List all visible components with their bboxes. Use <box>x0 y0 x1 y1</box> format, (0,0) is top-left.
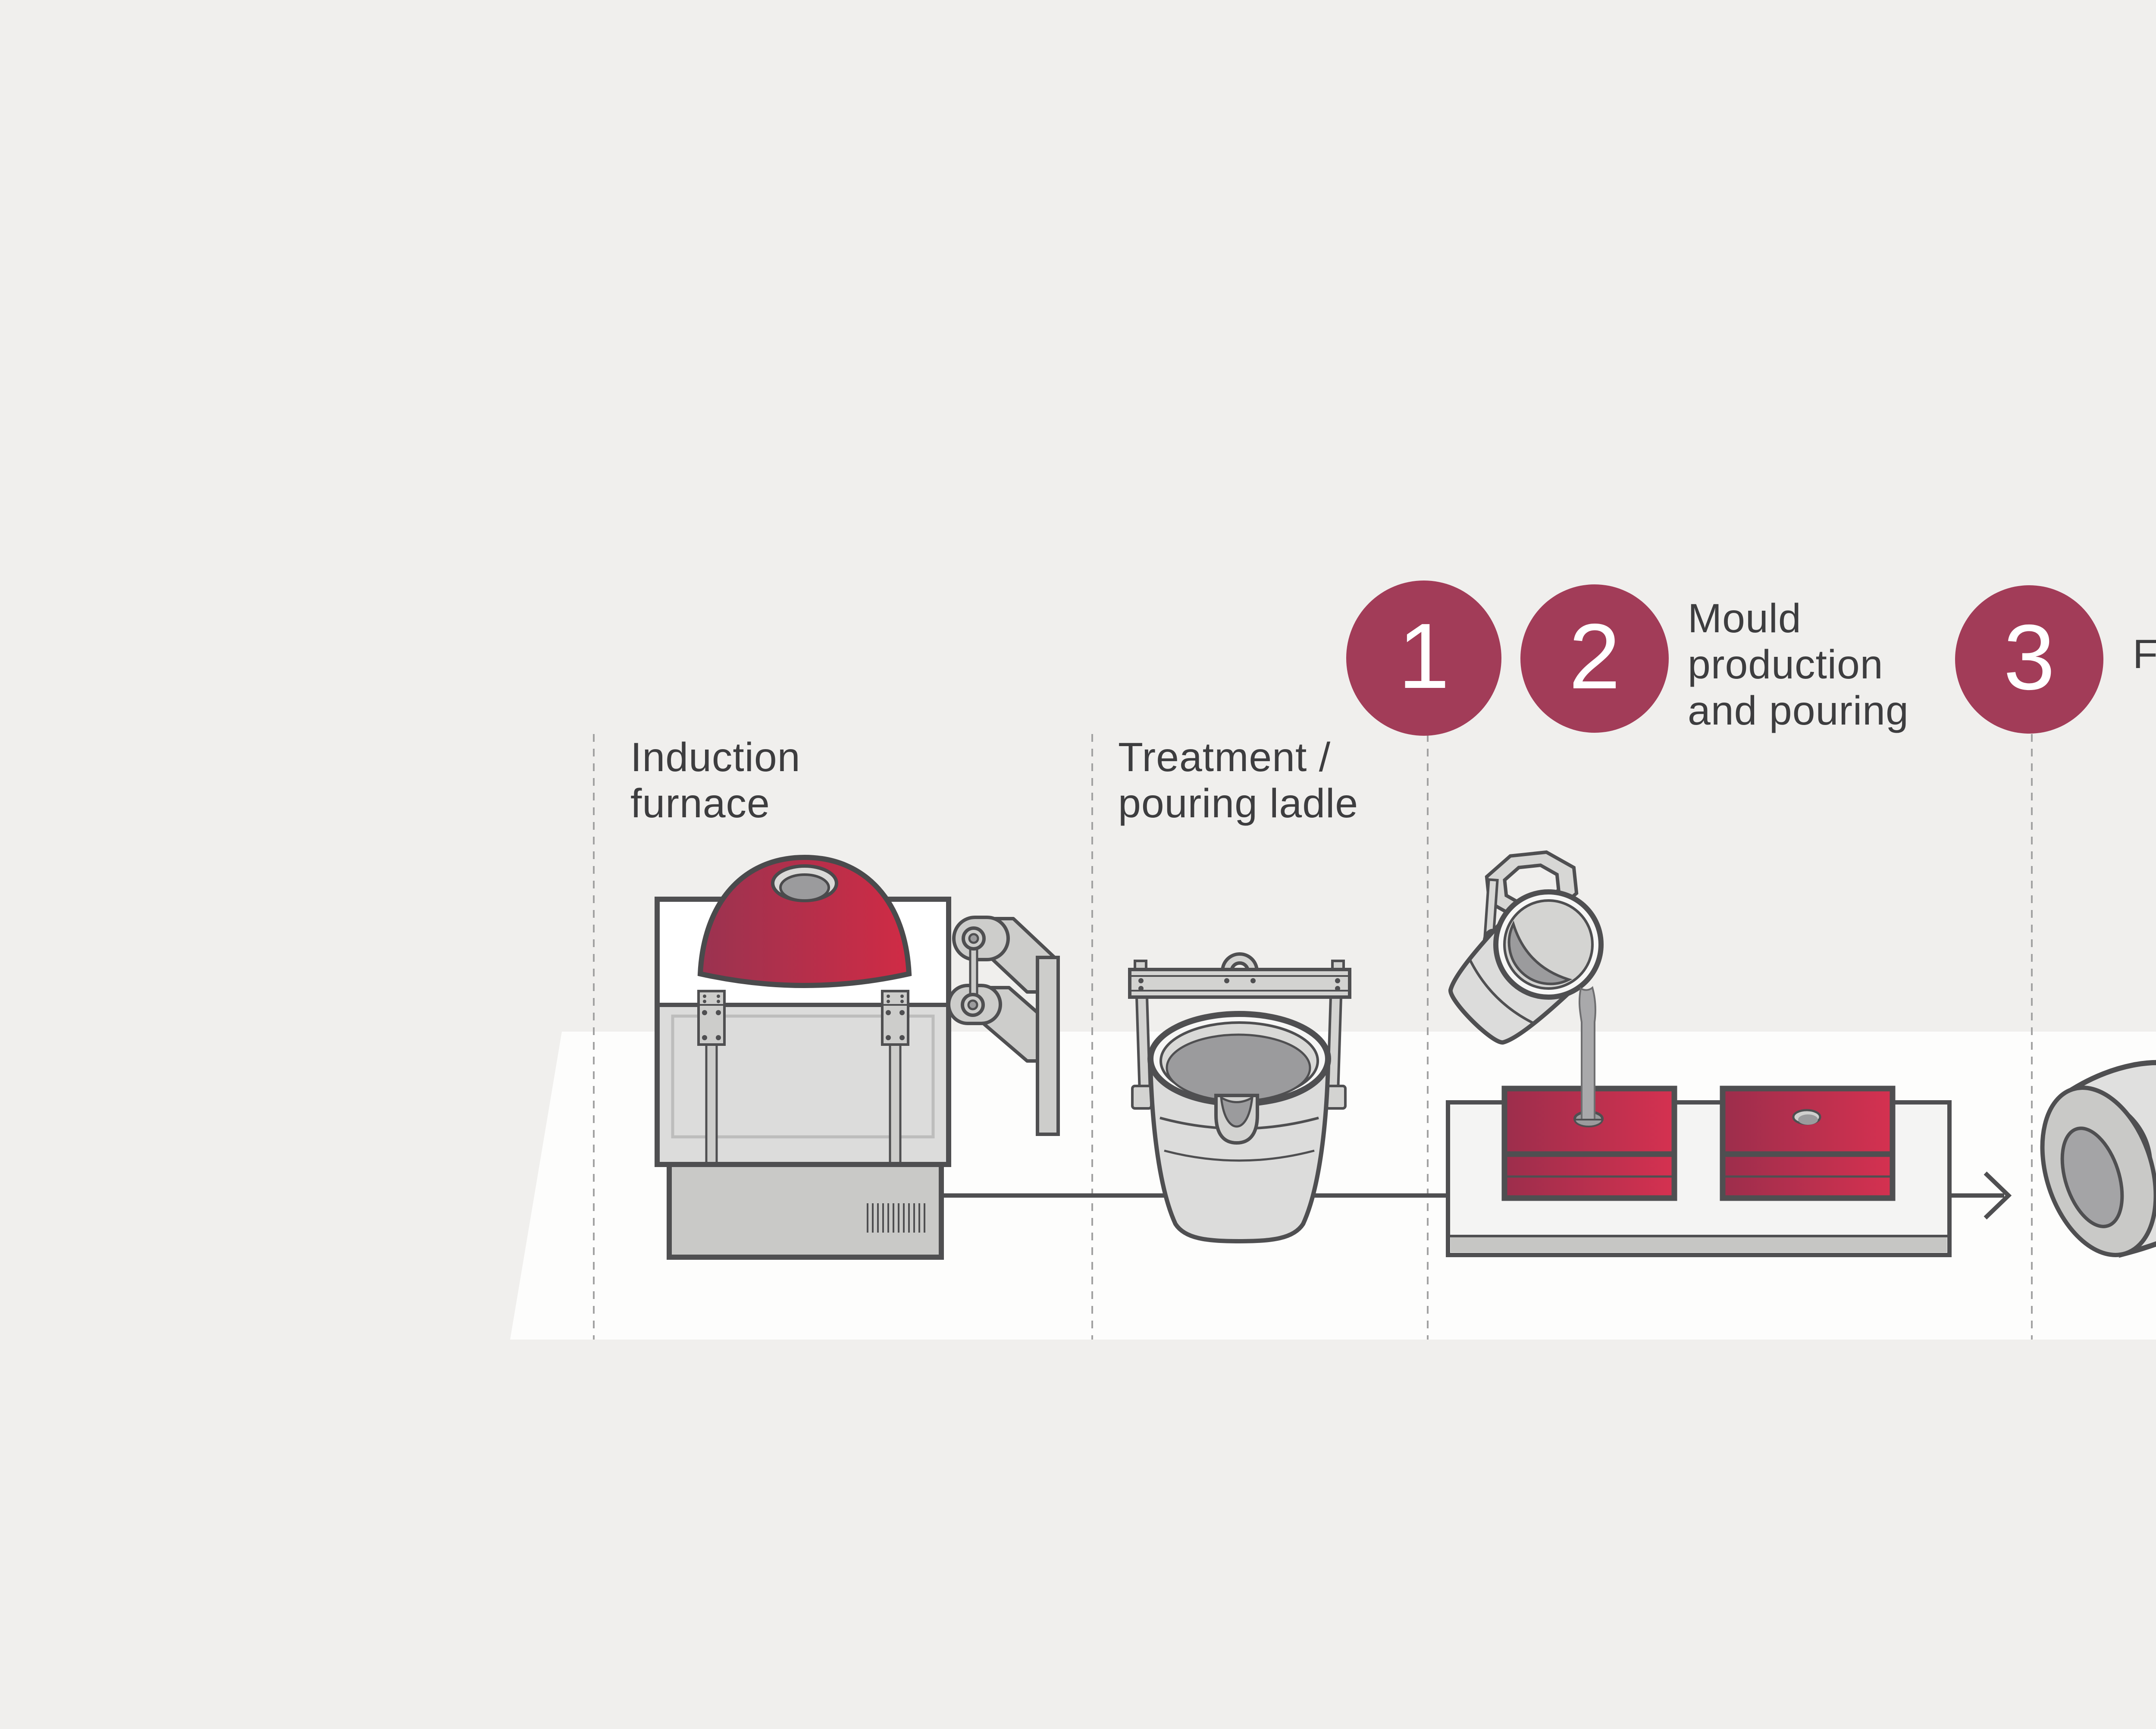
station-label-treatment-ladle: Treatment / pouring ladle <box>1118 734 1358 827</box>
induction-furnace-illustration <box>655 854 1060 1260</box>
pour-stream <box>1578 986 1597 1120</box>
molten-metal-surface <box>1166 1033 1311 1102</box>
pouring-ladle-illustration <box>1128 952 1351 1244</box>
step-label-line: Mould <box>1688 596 1802 641</box>
station-label-line: pouring ladle <box>1118 781 1359 826</box>
casting-bore <box>2060 1127 2124 1228</box>
mould-platform-illustration <box>1446 1086 1952 1257</box>
pouring-crucible-illustration <box>1448 850 1604 1127</box>
step-label-line: and pouring <box>1688 688 1909 734</box>
step-label-final-casting: Final casting <box>2133 631 2156 678</box>
station-label-line: Induction <box>630 734 801 780</box>
station-label-induction-furnace: Induction furnace <box>630 734 801 827</box>
vent-grille-icon <box>867 1203 925 1233</box>
step-circle-2: 2 <box>1520 584 1669 733</box>
step-circle-1: 1 <box>1346 581 1501 736</box>
step-label-line: Final casting <box>2133 631 2156 677</box>
step-label-line: production <box>1688 642 1883 687</box>
furnace-base <box>667 1162 944 1260</box>
station-label-line: furnace <box>630 781 770 826</box>
step-number-1: 1 <box>1398 603 1450 708</box>
station-label-line: Treatment / <box>1118 734 1331 780</box>
furnace-inner-panel <box>671 1014 935 1139</box>
mould-2 <box>1720 1086 1896 1201</box>
lid-opening-hole <box>779 873 830 902</box>
step-number-3: 3 <box>2003 605 2055 709</box>
furnace-lid <box>697 854 912 988</box>
lifting-frame-beam <box>1128 968 1351 999</box>
section-divider-lines <box>593 734 2033 1340</box>
step-label-mould-production: Mould production and pouring <box>1688 596 1909 734</box>
tilt-mechanism <box>947 916 1060 1136</box>
furnace-clamp-left <box>697 990 726 1166</box>
step-number-2: 2 <box>1569 604 1620 708</box>
flow-arrow <box>1949 1171 2012 1220</box>
final-casting-illustration <box>2040 1060 2156 1258</box>
sprue-hole <box>1798 1114 1818 1125</box>
ladle-bucket-body <box>1148 1063 1331 1244</box>
crucible-molten-metal <box>1507 920 1573 985</box>
step-circle-3: 3 <box>1955 585 2103 734</box>
